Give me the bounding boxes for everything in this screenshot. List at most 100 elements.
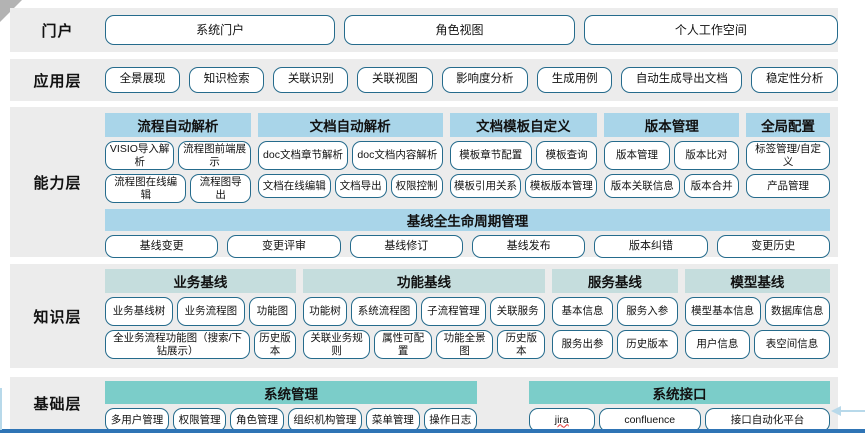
pill-button[interactable]: 模板章节配置 bbox=[449, 141, 532, 170]
pill-button[interactable]: 组织机构管理 bbox=[287, 408, 363, 432]
pill-button[interactable]: 服务入参 bbox=[616, 297, 678, 326]
pill-button-label: 全业务流程功能图（搜索/下钻展示） bbox=[113, 332, 243, 357]
pill-button[interactable]: 生成用例 bbox=[537, 67, 613, 93]
pill-button[interactable]: 模板引用关系 bbox=[449, 174, 522, 198]
pill-button[interactable]: 系统流程图 bbox=[351, 297, 417, 326]
group-buttons-row: 关联业务规则属性可配置功能全景图历史版本 bbox=[302, 330, 546, 360]
pill-button[interactable]: jira bbox=[528, 408, 595, 432]
layer-label-capability: 能力层 bbox=[33, 174, 82, 192]
pill-button[interactable]: 影响度分析 bbox=[441, 67, 529, 93]
group-buttons-row: 流程图在线编辑流程图导出 bbox=[105, 174, 251, 204]
pill-button-label: 功能全景图 bbox=[443, 332, 486, 357]
pill-button[interactable]: 文档在线编辑 bbox=[257, 174, 331, 198]
pill-button[interactable]: 基线变更 bbox=[105, 235, 219, 259]
pill-button[interactable]: 版本纠错 bbox=[594, 235, 708, 259]
pill-button-label: 系统流程图 bbox=[357, 305, 411, 318]
group-buttons-row: 模板章节配置模板查询 bbox=[449, 141, 598, 170]
group-baseline-lifecycle-header: 基线全生命周期管理 bbox=[105, 209, 830, 232]
pill-button-label: 业务流程图 bbox=[184, 305, 238, 318]
pill-button[interactable]: 模板版本管理 bbox=[525, 174, 598, 198]
pill-button[interactable]: 用户信息 bbox=[684, 330, 751, 359]
left-arrow-line-decoration bbox=[840, 410, 865, 412]
group-buttons-row: 文档在线编辑文档导出权限控制 bbox=[257, 174, 443, 198]
pill-button[interactable]: 模型基本信息 bbox=[684, 297, 761, 326]
pill-button[interactable]: 模板查询 bbox=[535, 141, 598, 170]
pill-button[interactable]: 菜单管理 bbox=[366, 408, 420, 432]
pill-button[interactable]: 自动生成导出文档 bbox=[621, 67, 743, 93]
pill-button-label: 变更评审 bbox=[261, 240, 306, 253]
bottom-accent-bar bbox=[0, 429, 865, 433]
pill-button-label: 全景展现 bbox=[119, 73, 166, 86]
group-service-baseline: 服务基线 基本信息服务入参 服务出参历史版本 bbox=[552, 269, 678, 363]
pill-button[interactable]: 流程图前端展示 bbox=[178, 141, 251, 171]
pill-button-label: 历史版本 bbox=[626, 338, 669, 351]
pill-button[interactable]: 操作日志 bbox=[423, 408, 477, 432]
pill-button[interactable]: 版本关联信息 bbox=[604, 174, 681, 198]
pill-button[interactable]: 全景展现 bbox=[105, 67, 181, 93]
group-buttons-row: 模板引用关系模板版本管理 bbox=[449, 174, 598, 198]
pill-button[interactable]: 系统门户 bbox=[105, 15, 336, 45]
pill-button-label: 权限管理 bbox=[178, 413, 221, 426]
pill-button-label: 角色视图 bbox=[435, 22, 484, 37]
pill-button[interactable]: 文档导出 bbox=[334, 174, 387, 198]
pill-button-label: 历史版本 bbox=[505, 332, 538, 357]
pill-button-label: doc文档内容解析 bbox=[357, 149, 438, 162]
pill-button[interactable]: 基本信息 bbox=[552, 297, 613, 326]
pill-button[interactable]: 知识检索 bbox=[189, 67, 265, 93]
pill-button[interactable]: 历史版本 bbox=[254, 330, 296, 360]
pill-button[interactable]: 功能树 bbox=[302, 297, 348, 326]
pill-button[interactable]: 基线发布 bbox=[471, 235, 586, 259]
pill-button-label: doc文档章节解析 bbox=[263, 149, 343, 162]
pill-button[interactable]: 关联业务规则 bbox=[302, 330, 371, 360]
pill-button[interactable]: 变更评审 bbox=[227, 235, 341, 259]
pill-button[interactable]: VISIO导入解析 bbox=[105, 141, 175, 171]
pill-button[interactable]: 标签管理/自定义 bbox=[746, 141, 830, 171]
pill-button[interactable]: 关联识别 bbox=[273, 67, 349, 93]
pill-button[interactable]: 功能全景图 bbox=[435, 330, 494, 360]
pill-button-label: 功能图 bbox=[256, 305, 289, 318]
pill-button-label: 关联视图 bbox=[371, 73, 418, 86]
pill-button[interactable]: 全业务流程功能图（搜索/下钻展示） bbox=[105, 330, 251, 360]
pill-button[interactable]: doc文档章节解析 bbox=[257, 141, 349, 170]
pill-button[interactable]: 基线修订 bbox=[349, 235, 463, 259]
pill-button[interactable]: 变更历史 bbox=[716, 235, 830, 259]
base-layer: 基础层 系统管理 多用户管理权限管理角色管理组织机构管理菜单管理操作日志 系统接… bbox=[10, 377, 838, 432]
pill-button[interactable]: 功能图 bbox=[248, 297, 296, 326]
pill-button[interactable]: 版本管理 bbox=[604, 141, 670, 170]
pill-button[interactable]: 稳定性分析 bbox=[751, 67, 838, 93]
pill-button-label: 版本关联信息 bbox=[610, 179, 674, 192]
application-layer: 应用层 全景展现知识检索关联识别关联视图影响度分析生成用例自动生成导出文档稳定性… bbox=[10, 59, 838, 101]
capability-groups: 流程自动解析 VISIO导入解析流程图前端展示 流程图在线编辑流程图导出 文档自… bbox=[105, 113, 830, 207]
pill-button[interactable]: 角色视图 bbox=[344, 15, 575, 45]
pill-button[interactable]: 权限控制 bbox=[390, 174, 443, 198]
group-buttons-row: VISIO导入解析流程图前端展示 bbox=[105, 141, 251, 171]
pill-button-label: 模板版本管理 bbox=[529, 179, 593, 192]
pill-button[interactable]: 流程图导出 bbox=[190, 174, 251, 204]
pill-button-label: 版本比对 bbox=[685, 149, 728, 162]
pill-button[interactable]: 业务基线树 bbox=[105, 297, 173, 326]
pill-button[interactable]: 流程图在线编辑 bbox=[105, 174, 187, 204]
pill-button[interactable]: 子流程管理 bbox=[420, 297, 487, 326]
pill-button-label: 知识检索 bbox=[203, 73, 250, 86]
group-buttons-row: 标签管理/自定义 bbox=[746, 141, 830, 171]
pill-button[interactable]: 关联服务 bbox=[490, 297, 546, 326]
pill-button[interactable]: 表空间信息 bbox=[754, 330, 830, 359]
pill-button[interactable]: 数据库信息 bbox=[764, 297, 830, 326]
group-header: 版本管理 bbox=[604, 113, 740, 137]
pill-button[interactable]: 服务出参 bbox=[552, 330, 613, 359]
group-buttons-row: 服务出参历史版本 bbox=[552, 330, 678, 359]
pill-button[interactable]: 历史版本 bbox=[497, 330, 546, 360]
application-buttons: 全景展现 知识检索 关联识别 关联视图 影响度分析生成用例自动生成导出文档稳定性分析 bbox=[105, 59, 838, 101]
pill-button[interactable]: 属性可配置 bbox=[374, 330, 432, 360]
pill-button[interactable]: 权限管理 bbox=[172, 408, 227, 432]
pill-button[interactable]: 业务流程图 bbox=[176, 297, 245, 326]
pill-button[interactable]: 历史版本 bbox=[616, 330, 678, 359]
pill-button[interactable]: 版本合并 bbox=[684, 174, 740, 198]
pill-button[interactable]: 产品管理 bbox=[746, 174, 830, 199]
pill-button[interactable]: 关联视图 bbox=[357, 67, 433, 93]
pill-button-label: 角色管理 bbox=[236, 413, 279, 426]
pill-button[interactable]: doc文档内容解析 bbox=[352, 141, 443, 170]
pill-button[interactable]: 个人工作空间 bbox=[583, 15, 838, 45]
pill-button-label: 文档导出 bbox=[339, 179, 382, 192]
pill-button[interactable]: 版本比对 bbox=[673, 141, 740, 170]
